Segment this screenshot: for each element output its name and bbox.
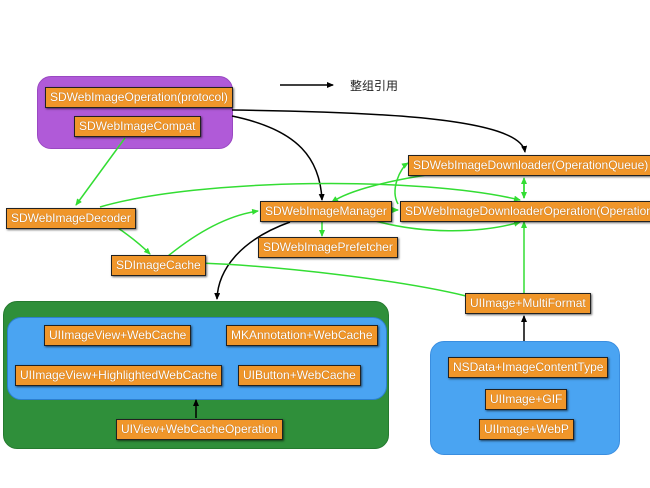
node-operation-protocol: SDWebImageOperation(protocol) xyxy=(45,87,233,108)
node-image-cache: SDImageCache xyxy=(111,255,206,276)
legend-label: 整组引用 xyxy=(350,79,399,93)
arrow-multiformat-to-cache xyxy=(199,260,467,297)
node-uiimage-webp: UIImage+WebP xyxy=(479,419,574,440)
node-nsdata-content-type: NSData+ImageContentType xyxy=(448,357,609,378)
node-view-webcache-operation: UIView+WebCacheOperation xyxy=(116,419,283,440)
node-multi-format: UIImage+MultiFormat xyxy=(465,293,591,314)
node-imageview-highlighted: UIImageView+HighlightedWebCache xyxy=(15,365,223,386)
arrow-manager-to-downloaderoperation-curve xyxy=(371,219,521,232)
arrow-operation-to-downloader xyxy=(231,109,528,153)
arrow-downloader-to-manager xyxy=(331,172,441,203)
arrow-cache-to-manager xyxy=(167,208,259,257)
arrow-decoder-to-cache xyxy=(114,225,151,255)
node-manager: SDWebImageManager xyxy=(260,201,392,222)
arrow-manager-to-categories xyxy=(214,221,291,300)
node-compat: SDWebImageCompat xyxy=(74,116,201,137)
node-prefetcher: SDWebImagePrefetcher xyxy=(258,237,398,258)
node-mkannotation-webcache: MKAnnotation+WebCache xyxy=(226,325,378,346)
node-uiimage-gif: UIImage+GIF xyxy=(485,389,568,410)
arrow-compat-to-decoder xyxy=(75,137,126,206)
node-downloader-operation: SDWebImageDownloaderOperation(Operation) xyxy=(400,201,650,222)
arrow-decoder-to-downloaderoperation xyxy=(99,182,521,208)
arrow-downloaderoperation-to-downloader xyxy=(394,162,409,205)
arrow-operation-to-manager xyxy=(231,115,325,201)
node-decoder: SDWebImageDecoder xyxy=(6,208,136,229)
node-downloader: SDWebImageDownloader(OperationQueue) xyxy=(408,155,650,176)
node-imageview-webcache: UIImageView+WebCache xyxy=(44,325,192,346)
node-button-webcache: UIButton+WebCache xyxy=(238,365,361,386)
